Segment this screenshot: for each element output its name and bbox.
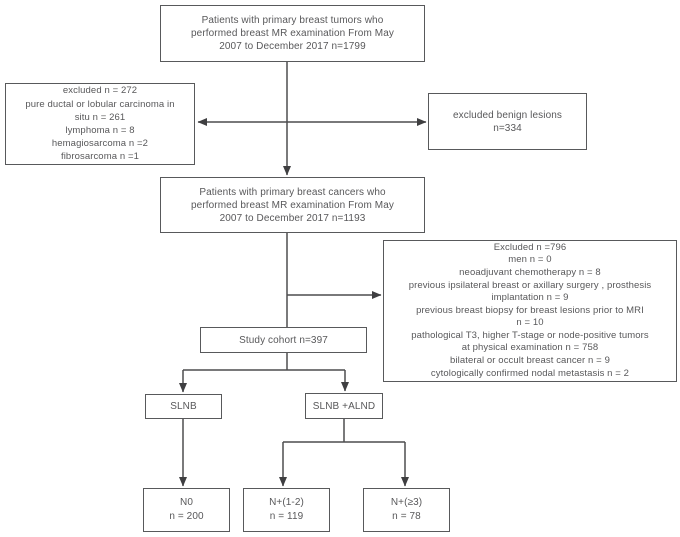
flow-box-n-positive-1-2: N+(1-2) n = 119 <box>243 488 330 532</box>
flow-box-excluded-criteria: Excluded n =796 men n = 0 neoadjuvant ch… <box>383 240 677 382</box>
flow-box-excluded-benign: excluded benign lesions n=334 <box>428 93 587 150</box>
flow-box-slnb-alnd: SLNB +ALND <box>305 393 383 419</box>
flow-box-slnb: SLNB <box>145 394 222 419</box>
flow-box-study-cohort: Study cohort n=397 <box>200 327 367 353</box>
flow-box-primary-tumors: Patients with primary breast tumors who … <box>160 5 425 62</box>
flow-box-excluded-pathology: excluded n = 272 pure ductal or lobular … <box>5 83 195 165</box>
flow-box-primary-cancers: Patients with primary breast cancers who… <box>160 177 425 233</box>
flow-box-n0: N0 n = 200 <box>143 488 230 532</box>
flow-box-n-positive-ge3: N+(≥3) n = 78 <box>363 488 450 532</box>
